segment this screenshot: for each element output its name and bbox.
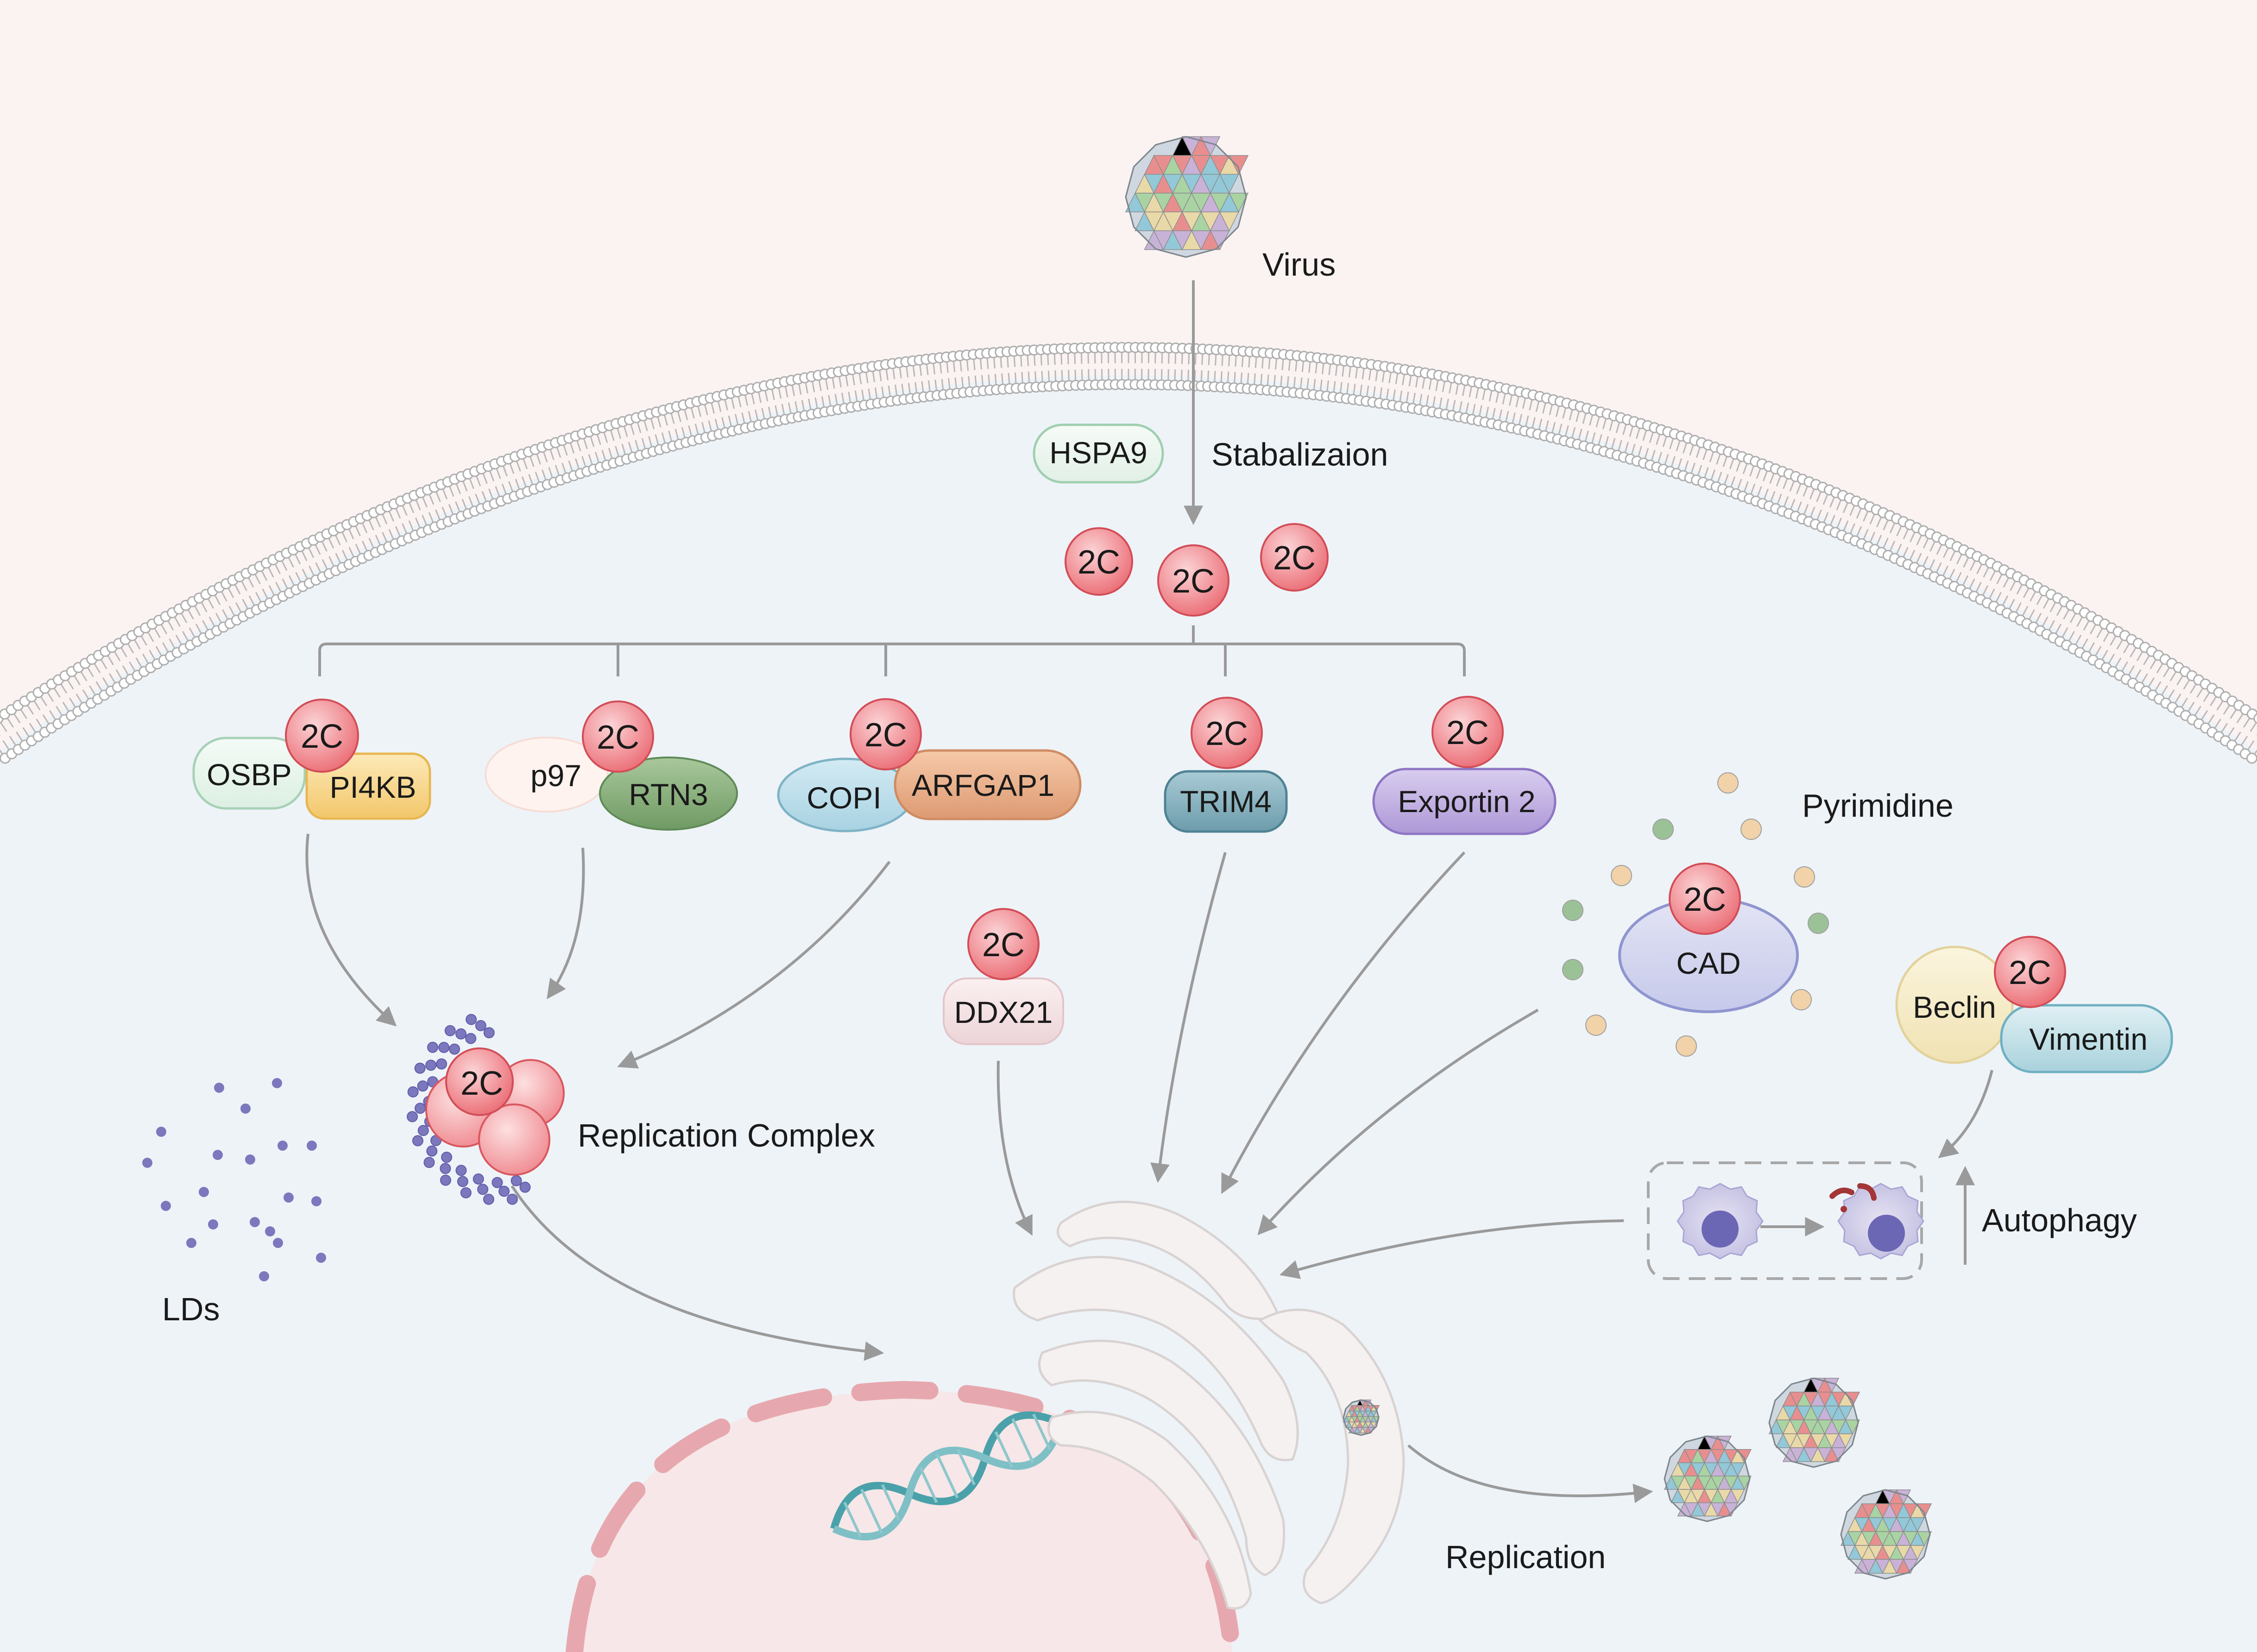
svg-text:2C: 2C xyxy=(1273,540,1316,577)
arrows xyxy=(305,280,1993,1503)
virus-icon xyxy=(1664,1435,1752,1522)
arfgap1-label: ARFGAP1 xyxy=(912,768,1054,802)
arrow-osbp-to-complex xyxy=(305,833,397,1027)
virus-icon xyxy=(1125,136,1249,258)
protein-2c: 2C xyxy=(1065,527,1133,596)
autophagy-box xyxy=(1647,1161,1924,1280)
virus-icon xyxy=(1343,1399,1380,1436)
golgi-apparatus xyxy=(1013,1200,1405,1610)
exportin2-label: Exportin 2 xyxy=(1398,784,1535,819)
osbp-2c-label: 2C xyxy=(301,718,343,755)
copi-label: COPI xyxy=(807,781,881,815)
osbp-label: OSBP xyxy=(207,757,291,792)
autophagy-label: Autophagy xyxy=(1982,1202,2137,1238)
virus-icon xyxy=(1840,1489,1932,1580)
cell-membrane xyxy=(0,342,2257,764)
svg-text:2C: 2C xyxy=(1078,544,1120,581)
replication-complex-label: Replication Complex xyxy=(578,1117,875,1154)
hspa9-protein: HSPA9 xyxy=(1033,423,1164,484)
stabilization-label: Stabalizaion xyxy=(1211,436,1388,473)
copi-arfgap1-complex: COPI ARFGAP1 2C xyxy=(777,698,1082,832)
pyrimidine-molecules xyxy=(1562,772,1829,1057)
protein-2c: 2C xyxy=(1157,544,1229,617)
pi4kb-label: PI4KB xyxy=(329,770,416,804)
osbp-pi4kb-complex: OSBP PI4KB 2C xyxy=(192,699,431,820)
cad-complex: CAD 2C xyxy=(1618,863,1799,1013)
p97-label: p97 xyxy=(530,758,581,793)
ddx21-2c-label: 2C xyxy=(982,927,1025,964)
pyrimidine-label: Pyrimidine xyxy=(1802,788,1954,824)
beclin-2c-label: 2C xyxy=(2009,954,2051,991)
p97-2c-label: 2C xyxy=(597,719,639,756)
arrow-exportin-to-golgi xyxy=(1221,851,1466,1194)
lds-label: LDs xyxy=(162,1291,220,1327)
trim4-complex: TRIM4 2C xyxy=(1164,697,1288,833)
arrow-complex-to-nucleus xyxy=(511,1185,884,1361)
arrow-copi-to-complex xyxy=(617,861,891,1069)
arrow-cad-to-golgi xyxy=(1257,1009,1539,1236)
virus-label: Virus xyxy=(1262,246,1336,283)
trim4-label: TRIM4 xyxy=(1180,784,1272,819)
trim4-2c-label: 2C xyxy=(1205,715,1248,752)
lipid-droplets xyxy=(142,1078,326,1281)
arrow-golgi-to-replication xyxy=(1407,1444,1653,1503)
virus-icon xyxy=(1768,1377,1860,1468)
ddx21-label: DDX21 xyxy=(954,995,1053,1029)
arrow-autophagy-to-golgi xyxy=(1279,1219,1624,1279)
beclin-vimentin-complex: Beclin Vimentin 2C xyxy=(1895,936,2173,1073)
cytoplasm xyxy=(0,375,2257,1652)
hspa9-label: HSPA9 xyxy=(1049,435,1147,470)
cad-2c-label: 2C xyxy=(1683,881,1726,918)
replication-complex-2c-label: 2C xyxy=(460,1065,503,1102)
protein-2c: 2C xyxy=(1260,523,1329,592)
arrow-trim4-to-golgi xyxy=(1150,852,1227,1183)
copi-2c-label: 2C xyxy=(864,717,907,754)
cad-label: CAD xyxy=(1676,946,1740,980)
dna-icon xyxy=(830,1411,1065,1541)
exportin2-complex: Exportin 2 2C xyxy=(1372,696,1557,835)
arrow-vimentin-to-autophagy xyxy=(1938,1070,1993,1159)
arrow-ddx21-to-golgi xyxy=(996,1060,1033,1236)
free-2c-proteins: 2C 2C 2C xyxy=(1065,523,1329,617)
p97-rtn3-complex: p97 RTN3 2C xyxy=(485,700,738,831)
replication-complex: 2C xyxy=(406,1014,565,1205)
svg-text:2C: 2C xyxy=(1172,563,1215,600)
replication-label: Replication xyxy=(1445,1539,1606,1575)
beclin-label: Beclin xyxy=(1913,990,1996,1024)
virus-particles xyxy=(1125,136,1932,1580)
exportin2-2c-label: 2C xyxy=(1446,714,1489,751)
rtn3-label: RTN3 xyxy=(629,777,708,812)
arrow-p97-to-complex xyxy=(547,847,585,999)
branch-connector xyxy=(318,625,1466,676)
vimentin-label: Vimentin xyxy=(2029,1022,2148,1056)
ddx21-complex: DDX21 2C xyxy=(943,908,1064,1045)
